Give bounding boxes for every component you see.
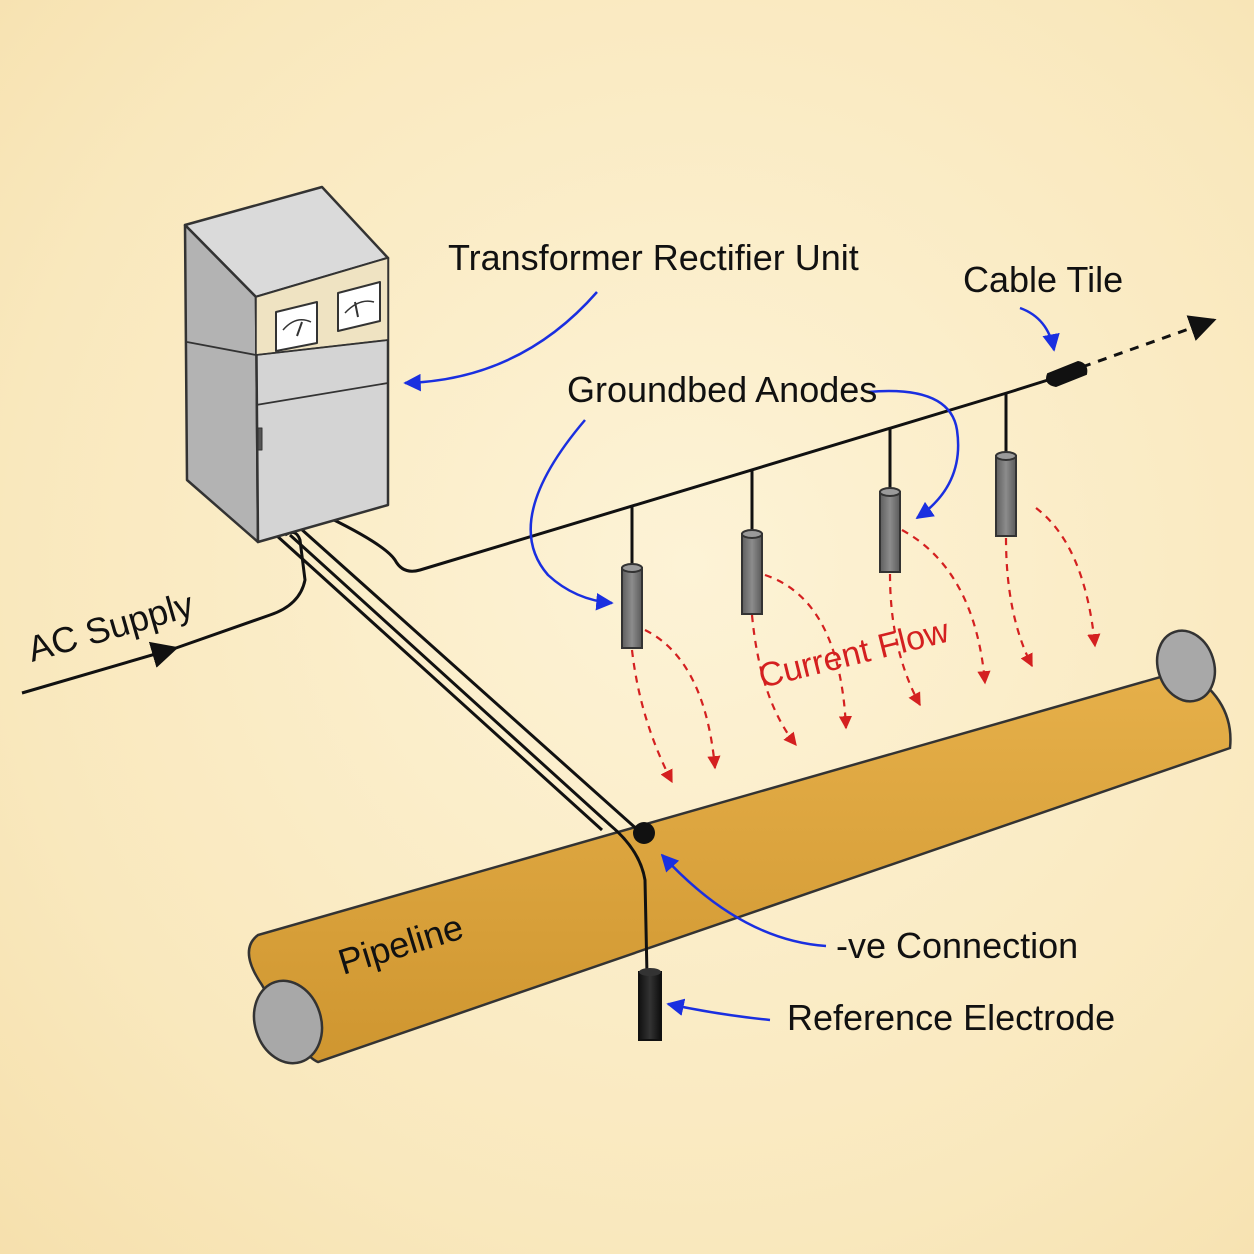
- current-flow-label: Current Flow: [755, 612, 953, 696]
- anode-3: [879, 487, 901, 573]
- gauge-icon: [275, 301, 318, 352]
- anode-4: [995, 451, 1017, 537]
- cable-tile-pointer: [1019, 306, 1060, 352]
- cables: [21, 315, 1217, 976]
- groundbed-anodes: [621, 451, 1017, 649]
- transformer-rectifier-unit: [183, 185, 390, 544]
- ac-supply-arrow: [21, 641, 179, 695]
- pipe-end-far: [1155, 629, 1217, 703]
- pipe-end-near: [252, 979, 324, 1065]
- negative-cable: [299, 526, 641, 834]
- current-flow-arrows: [630, 507, 1101, 784]
- negative-cable-outer: [274, 533, 604, 832]
- anode-header-cable: [329, 378, 1049, 573]
- negative-connection-label: -ve Connection: [836, 925, 1078, 966]
- ac-supply-cable: [175, 530, 307, 650]
- reference-electrode: [638, 968, 662, 1041]
- label-arrows: [403, 291, 1060, 1022]
- cable-tile-label: Cable Tile: [963, 259, 1123, 300]
- anode-2: [741, 529, 763, 615]
- reference-electrode-label: Reference Electrode: [787, 997, 1115, 1038]
- negative-connection-point: [633, 822, 655, 844]
- gauge-icon: [337, 281, 381, 332]
- transformer-pointer: [403, 291, 598, 392]
- transformer-label: Transformer Rectifier Unit: [448, 237, 859, 278]
- ac-supply-label: AC Supply: [23, 583, 198, 669]
- groundbed-anodes-label: Groundbed Anodes: [567, 369, 877, 410]
- reference-electrode-cable: [288, 533, 649, 976]
- cable-continuation: [1081, 315, 1217, 369]
- cable-tile: [1046, 360, 1088, 388]
- anode-pointer-right: [867, 389, 960, 520]
- pipeline: [247, 629, 1232, 1065]
- anode-1: [621, 563, 643, 649]
- reference-electrode-pointer: [666, 998, 771, 1022]
- negative-connection-pointer: [660, 853, 827, 948]
- anode-pointer-left: [529, 419, 614, 611]
